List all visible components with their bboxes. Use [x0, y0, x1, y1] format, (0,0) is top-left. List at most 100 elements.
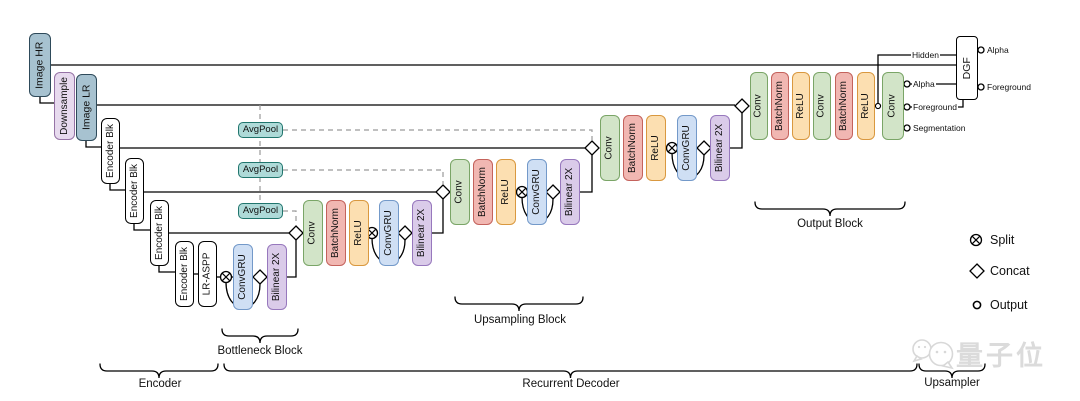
recurrent-decoder-label: Recurrent Decoder: [522, 378, 620, 390]
node-label: Conv: [753, 94, 765, 118]
encoder-blk-node: Encoder Blk: [150, 200, 169, 266]
node-label: Conv: [816, 94, 828, 118]
batchnorm-node: BatchNorm: [473, 159, 493, 225]
upsampling-block-label: Upsampling Block: [473, 314, 567, 326]
node-label: ReLU: [353, 220, 365, 246]
bilinear-node: Bilinear 2X: [560, 159, 580, 225]
legend-split-label: Split: [990, 233, 1015, 247]
relu-node: ReLU: [646, 115, 666, 181]
legend-output-icon: [972, 300, 982, 310]
dgf-node: DGF: [956, 36, 978, 100]
batchnorm-node: BatchNorm: [835, 72, 853, 140]
dashed-wires: [259, 105, 593, 225]
convgru-node: ConvGRU: [379, 200, 399, 266]
node-label: ReLU: [860, 93, 872, 119]
node-label: ConvGRU: [531, 169, 543, 215]
node-label: Image LR: [80, 84, 93, 131]
batchnorm-node: BatchNorm: [326, 200, 346, 266]
segmentation-output-label: Segmentation: [912, 123, 967, 133]
node-label: Bilinear 2X: [714, 123, 726, 173]
convgru-node: ConvGRU: [527, 159, 547, 225]
node-label: ConvGRU: [237, 254, 249, 300]
legend-concat-label: Concat: [990, 264, 1030, 278]
node-label: AvgPool: [242, 124, 279, 136]
bottleneck-block-label: Bottleneck Block: [217, 345, 303, 357]
legend-concat-icon: [969, 263, 985, 279]
node-label: Conv: [604, 136, 616, 160]
output-brace: [754, 201, 906, 217]
avgpool-node: AvgPool: [238, 122, 283, 138]
output-block-label: Output Block: [797, 218, 863, 230]
node-label: DGF: [960, 56, 973, 80]
convgru-node: ConvGRU: [233, 244, 253, 310]
alpha-output-label: Alpha: [912, 79, 936, 89]
node-label: Encoder Blk: [178, 247, 190, 301]
node-label: ConvGRU: [681, 125, 693, 171]
conv-node: Conv: [813, 72, 831, 140]
hidden-label: Hidden: [911, 50, 940, 60]
node-label: LR-ASPP: [201, 252, 213, 296]
node-label: BatchNorm: [477, 166, 489, 218]
bilinear-node: Bilinear 2X: [710, 115, 730, 181]
node-label: Bilinear 2X: [564, 167, 576, 217]
node-label: Bilinear 2X: [271, 252, 283, 302]
relu-node: ReLU: [792, 72, 810, 140]
lr-aspp-node: LR-ASPP: [198, 241, 217, 307]
recurrent-decoder-brace: [223, 363, 918, 379]
node-label: Conv: [887, 94, 899, 118]
upsampling-brace: [454, 296, 584, 312]
encoder-blk-node: Encoder Blk: [125, 158, 144, 224]
node-label: AvgPool: [242, 205, 279, 217]
node-label: ConvGRU: [383, 210, 395, 256]
encoder-blk-node: Encoder Blk: [101, 118, 120, 184]
conv-node: Conv: [882, 72, 904, 140]
node-label: Encoder Blk: [104, 124, 116, 178]
relu-node: ReLU: [857, 72, 875, 140]
node-label: Encoder Blk: [128, 164, 140, 218]
legend-output-label: Output: [990, 298, 1028, 312]
node-label: Bilinear 2X: [416, 208, 428, 258]
node-label: BatchNorm: [838, 80, 850, 132]
batchnorm-node: BatchNorm: [771, 72, 789, 140]
watermark-logo-icon: [912, 339, 954, 370]
watermark-text: 量子位: [956, 341, 1046, 371]
image-hr-node: Image HR: [29, 33, 51, 97]
downsample-node: Downsample: [54, 72, 75, 140]
avgpool-node: AvgPool: [238, 162, 283, 178]
node-label: Encoder Blk: [153, 206, 165, 260]
conv-node: Conv: [600, 115, 620, 181]
legend-split-icon: [969, 233, 983, 247]
group-braces: [99, 201, 986, 379]
convgru-node: ConvGRU: [677, 115, 697, 181]
relu-node: ReLU: [349, 200, 369, 266]
node-label: BatchNorm: [330, 207, 342, 259]
foreground-output-label: Foreground: [912, 102, 958, 112]
node-label: ReLU: [650, 135, 662, 161]
node-label: Conv: [307, 221, 319, 245]
node-label: BatchNorm: [627, 122, 639, 174]
upsampler-brace: [918, 363, 986, 379]
dgf-alpha-output-label: Alpha: [986, 45, 1010, 55]
encoder-blk-node: Encoder Blk: [175, 241, 194, 307]
dgf-foreground-output-label: Foreground: [986, 82, 1032, 92]
node-label: BatchNorm: [774, 80, 786, 132]
bilinear-node: Bilinear 2X: [412, 200, 432, 266]
node-label: Downsample: [58, 77, 70, 135]
node-label: AvgPool: [242, 164, 279, 176]
image-lr-node: Image LR: [76, 74, 97, 141]
encoder-brace: [99, 363, 219, 379]
node-label: Conv: [454, 180, 466, 204]
upsampler-label: Upsampler: [924, 377, 980, 389]
encoder-label: Encoder: [138, 378, 182, 390]
conv-node: Conv: [450, 159, 470, 225]
conv-node: Conv: [303, 200, 323, 266]
avgpool-node: AvgPool: [238, 203, 283, 219]
batchnorm-node: BatchNorm: [623, 115, 643, 181]
conv-node: Conv: [750, 72, 768, 140]
node-label: Image HR: [33, 41, 46, 89]
relu-node: ReLU: [496, 159, 516, 225]
node-label: ReLU: [500, 179, 512, 205]
bottleneck-brace: [221, 328, 299, 344]
bilinear-node: Bilinear 2X: [267, 244, 287, 310]
